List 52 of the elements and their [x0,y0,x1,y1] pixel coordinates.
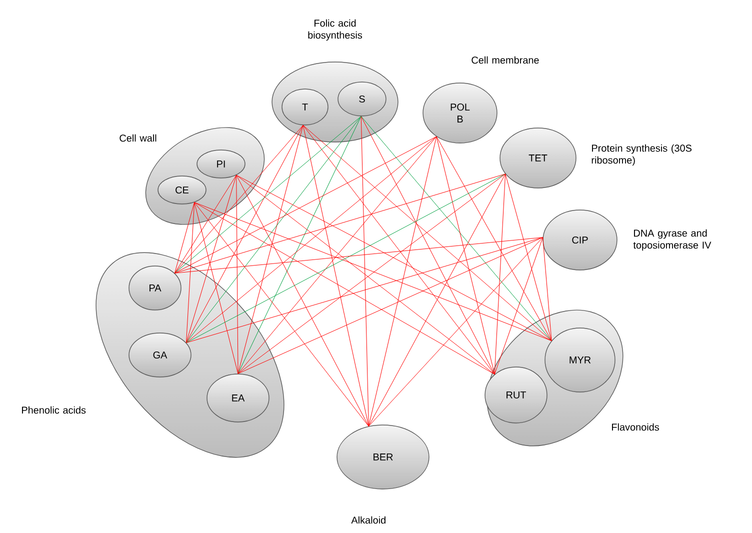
connector-line [174,116,362,274]
ellipse-node: BER [336,424,430,490]
connector-line [494,237,544,375]
connector-line [238,136,437,374]
connector-line [174,174,506,274]
connector-line [174,202,195,274]
connector-line [186,116,362,343]
group-label: Folic acid biosynthesis [308,19,362,41]
connector-line [302,125,369,426]
connector-line [360,116,552,342]
connector-line [236,174,369,426]
node-caption: Protein synthesis (30S ribosome) [592,144,692,166]
connector-line [174,237,544,274]
connector-line [236,174,552,342]
connector-line [194,202,369,426]
node-caption: DNA gyrase and toposiomerase IV [633,229,712,251]
group-label: Flavonoids [612,423,659,431]
connector-line [368,136,437,426]
connector-line [360,116,495,375]
connector-line [302,125,495,375]
connector-line [368,174,506,426]
connector-line [186,136,437,343]
connector-line [186,174,506,343]
node-caption: Cell membrane [472,56,539,64]
connector-line [174,174,237,274]
group-label: Cell wall [120,134,156,142]
connector-line [194,202,495,375]
ellipse-node: TET [500,128,576,188]
connector-line [436,136,495,375]
connector-line [494,174,506,375]
connector-line [186,202,195,343]
connector-line [238,125,304,374]
connector-line [368,237,544,426]
connector-line [238,116,362,374]
connector-line [238,237,544,374]
connector-line [302,125,552,342]
ellipse-node: CIP [542,210,618,270]
connector-line [505,174,552,342]
connector-line [174,136,437,274]
connector-line [436,136,552,342]
connector-line [186,237,544,343]
connector-line [236,174,238,374]
connector-line [194,202,552,342]
connector-line [194,202,238,374]
connector-line [186,125,304,343]
group-label: Phenolic acids [22,406,86,414]
connector-line [360,116,369,426]
connector-line [542,237,552,342]
connector-line [174,125,304,274]
node-caption: Alkaloid [351,516,386,524]
connector-line [186,174,237,343]
ellipse-node: POL B [422,82,498,144]
